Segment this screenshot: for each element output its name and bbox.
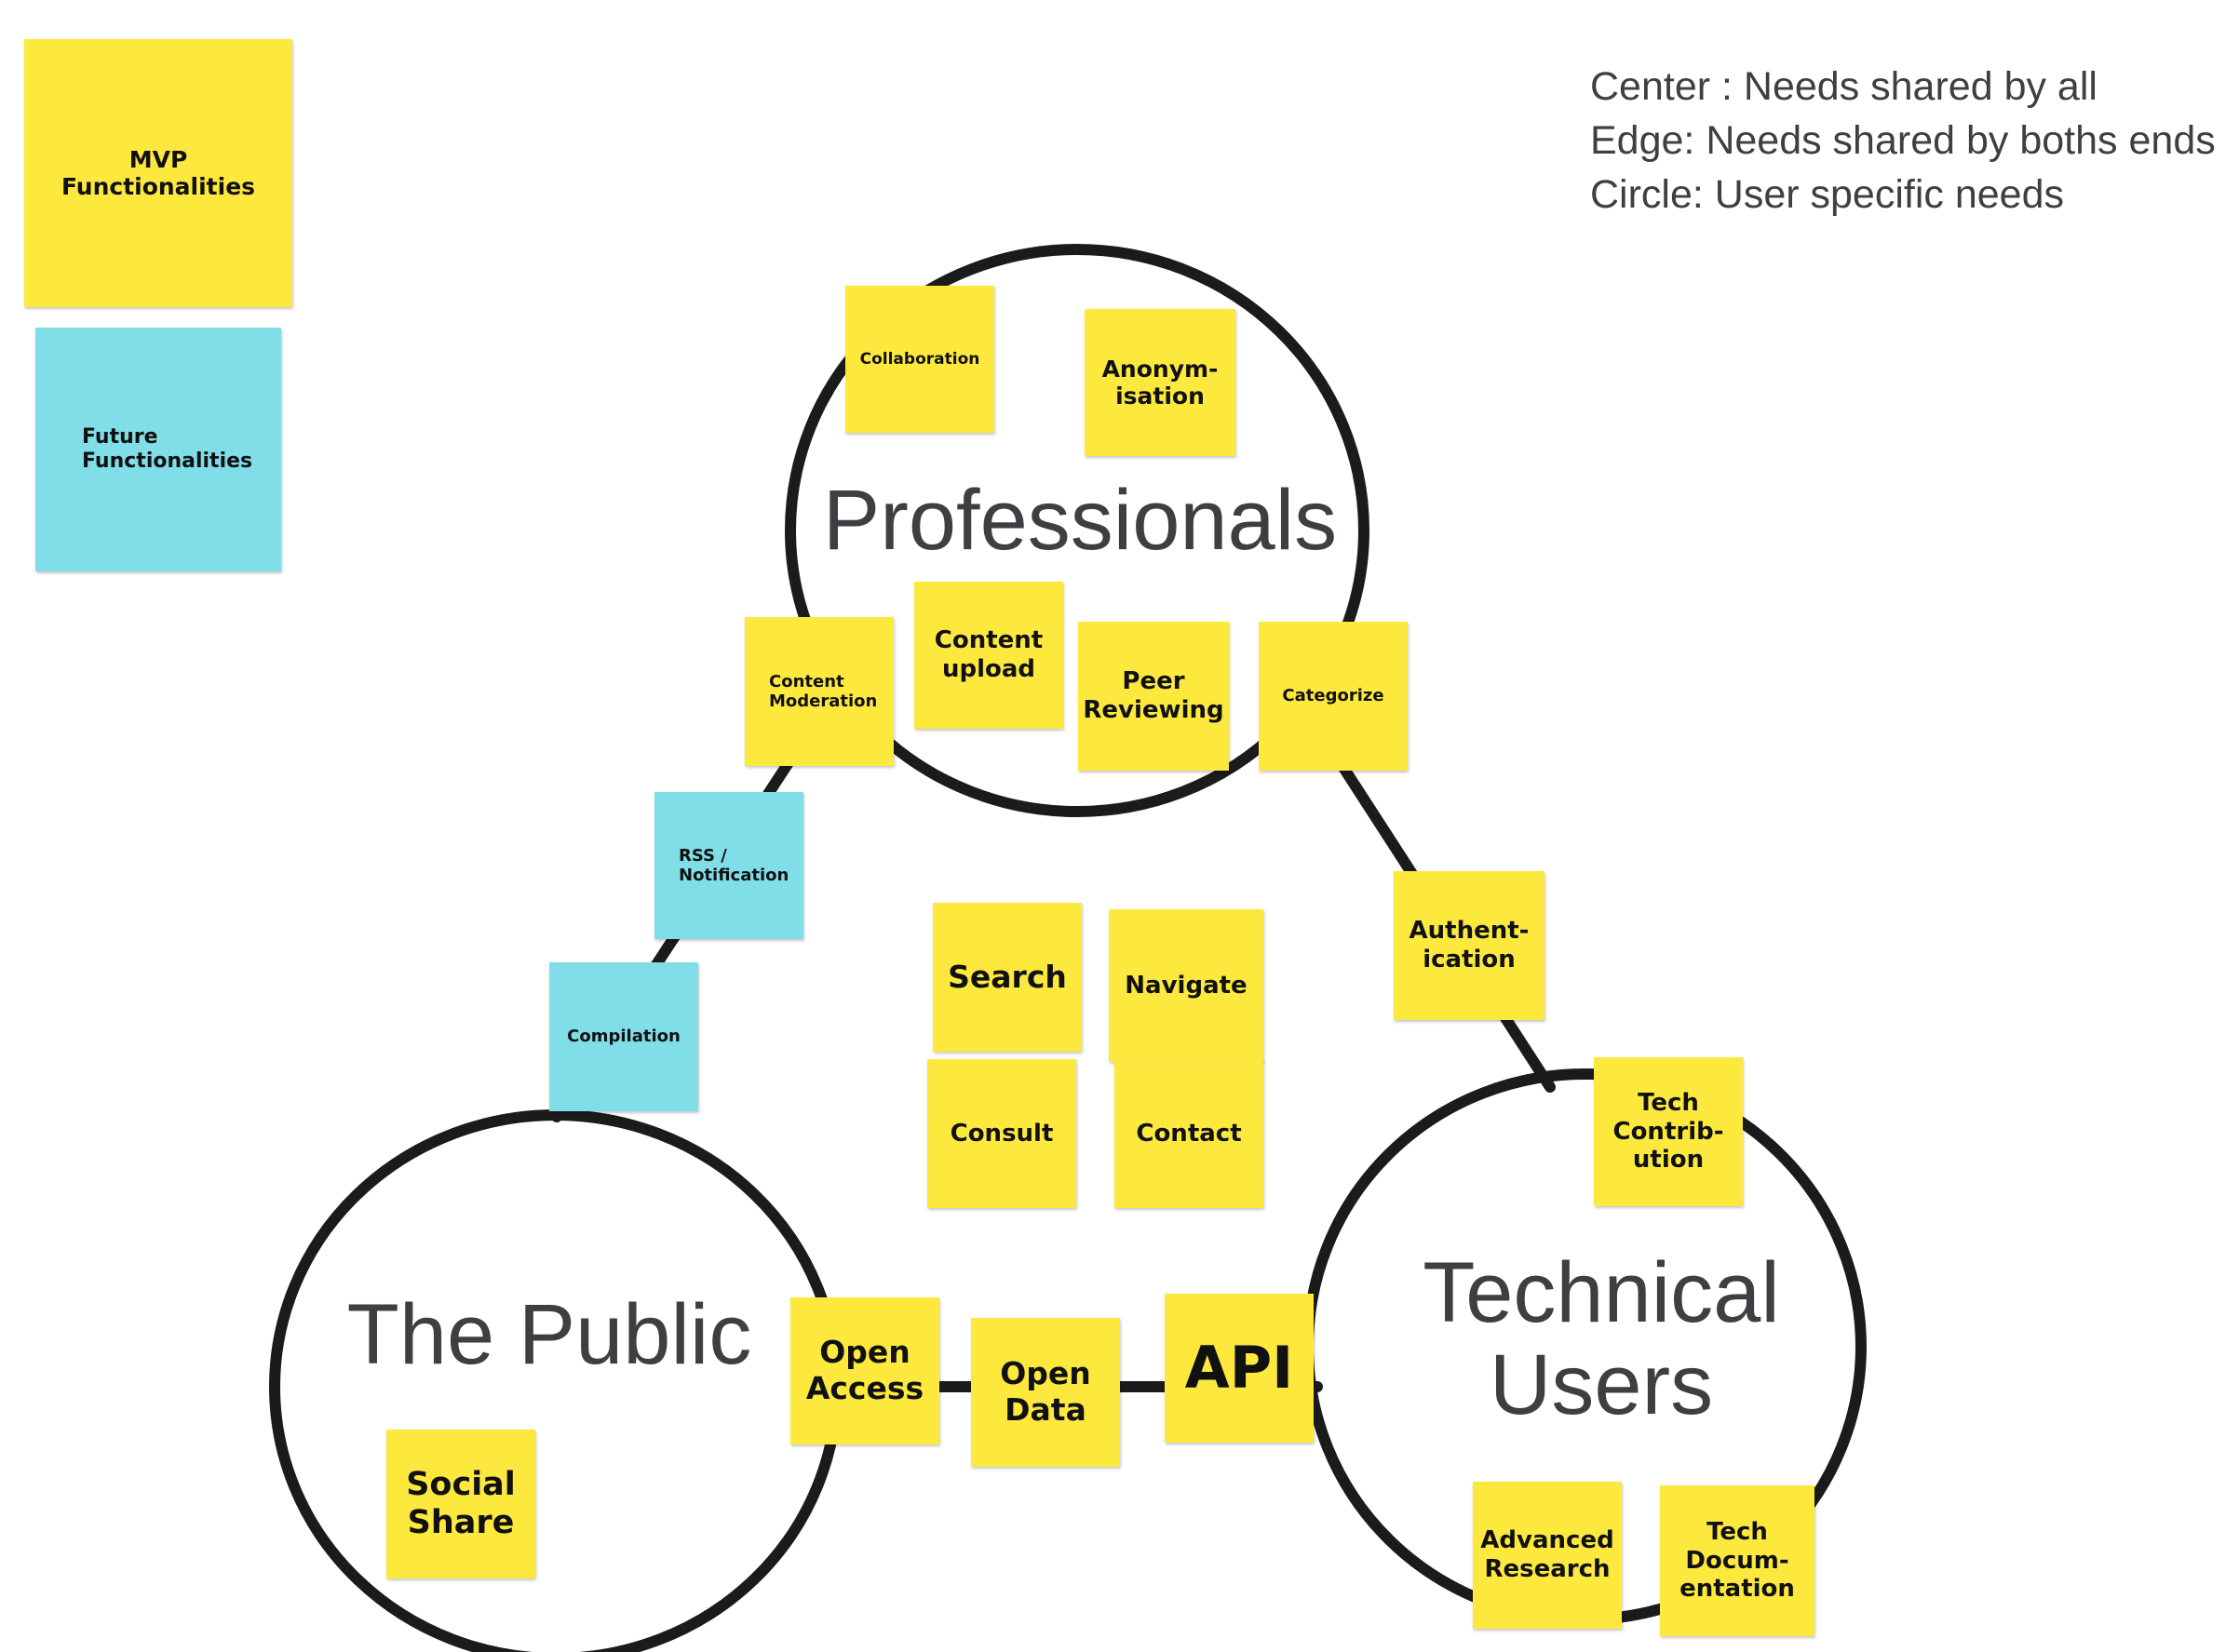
technical-label: Technical Users [1423, 1245, 1780, 1433]
legend-note-edge: Edge: Needs shared by boths ends [1590, 118, 2216, 163]
sticky-contact-label: Contact [1136, 1119, 1242, 1148]
circle-public [269, 1109, 843, 1652]
sticky-collaboration-label: Collaboration [859, 349, 980, 369]
sticky-content-moderation[interactable]: Content Moderation [745, 617, 894, 766]
sticky-anonymisation-label: Anonym- isation [1101, 355, 1219, 410]
sticky-search-label: Search [948, 958, 1067, 995]
sticky-open-data-label: Open Data [1000, 1355, 1091, 1428]
sticky-authentication-label: Authent- ication [1409, 917, 1530, 974]
sticky-social-share-label: Social Share [406, 1465, 516, 1541]
sticky-consult-label: Consult [950, 1119, 1054, 1148]
sticky-collaboration[interactable]: Collaboration [845, 286, 994, 433]
sticky-categorize[interactable]: Categorize [1259, 622, 1408, 771]
sticky-navigate[interactable]: Navigate [1109, 909, 1263, 1062]
legend-note-center: Center : Needs shared by all [1590, 64, 2097, 109]
sticky-categorize-label: Categorize [1282, 686, 1384, 706]
sticky-tech-documentation-label: Tech Docum- entation [1679, 1517, 1795, 1604]
sticky-search[interactable]: Search [933, 903, 1082, 1052]
sticky-consult[interactable]: Consult [927, 1059, 1076, 1208]
public-label: The Public [346, 1287, 752, 1382]
sticky-content-moderation-label: Content Moderation [769, 671, 878, 711]
sticky-advanced-research-label: Advanced Research [1480, 1526, 1614, 1583]
circle-professionals [785, 244, 1369, 817]
sticky-social-share[interactable]: Social Share [386, 1430, 535, 1578]
sticky-content-upload-label: Content upload [934, 626, 1044, 683]
sticky-tech-contribution[interactable]: Tech Contrib- ution [1594, 1057, 1743, 1206]
sticky-content-upload[interactable]: Content upload [914, 582, 1063, 729]
sticky-anonymisation[interactable]: Anonym- isation [1085, 309, 1235, 456]
sticky-tech-contribution-label: Tech Contrib- ution [1612, 1088, 1724, 1175]
sticky-navigate-label: Navigate [1125, 971, 1248, 1000]
sticky-advanced-research[interactable]: Advanced Research [1473, 1482, 1622, 1629]
sticky-peer-reviewing-label: Peer Reviewing [1083, 667, 1224, 724]
legend-note-circle: Circle: User specific needs [1590, 172, 2065, 217]
sticky-api-label: API [1184, 1334, 1294, 1403]
sticky-authentication[interactable]: Authent- ication [1394, 871, 1544, 1020]
sticky-tech-documentation[interactable]: Tech Docum- entation [1660, 1485, 1814, 1636]
sticky-contact[interactable]: Contact [1114, 1059, 1263, 1208]
legend-mvp-sticky[interactable]: MVP Functionalities [24, 39, 292, 307]
sticky-open-access-label: Open Access [805, 1334, 924, 1406]
sticky-rss-notification-label: RSS / Notification [679, 845, 789, 885]
legend-mvp-label: MVP Functionalities [61, 145, 256, 201]
sticky-peer-reviewing[interactable]: Peer Reviewing [1078, 622, 1229, 771]
sticky-open-access[interactable]: Open Access [790, 1297, 939, 1444]
sticky-open-data[interactable]: Open Data [971, 1318, 1120, 1467]
sticky-compilation-label: Compilation [567, 1027, 681, 1047]
sticky-rss-notification[interactable]: RSS / Notification [654, 792, 803, 939]
sticky-api[interactable]: API [1165, 1294, 1314, 1443]
legend-future-sticky[interactable]: Future Functionalities [35, 328, 281, 571]
legend-notes: Center : Needs shared by all Edge: Needs… [1590, 60, 2216, 222]
professionals-label: Professionals [822, 473, 1338, 568]
legend-future-label: Future Functionalities [82, 425, 253, 473]
sticky-compilation[interactable]: Compilation [549, 962, 698, 1111]
